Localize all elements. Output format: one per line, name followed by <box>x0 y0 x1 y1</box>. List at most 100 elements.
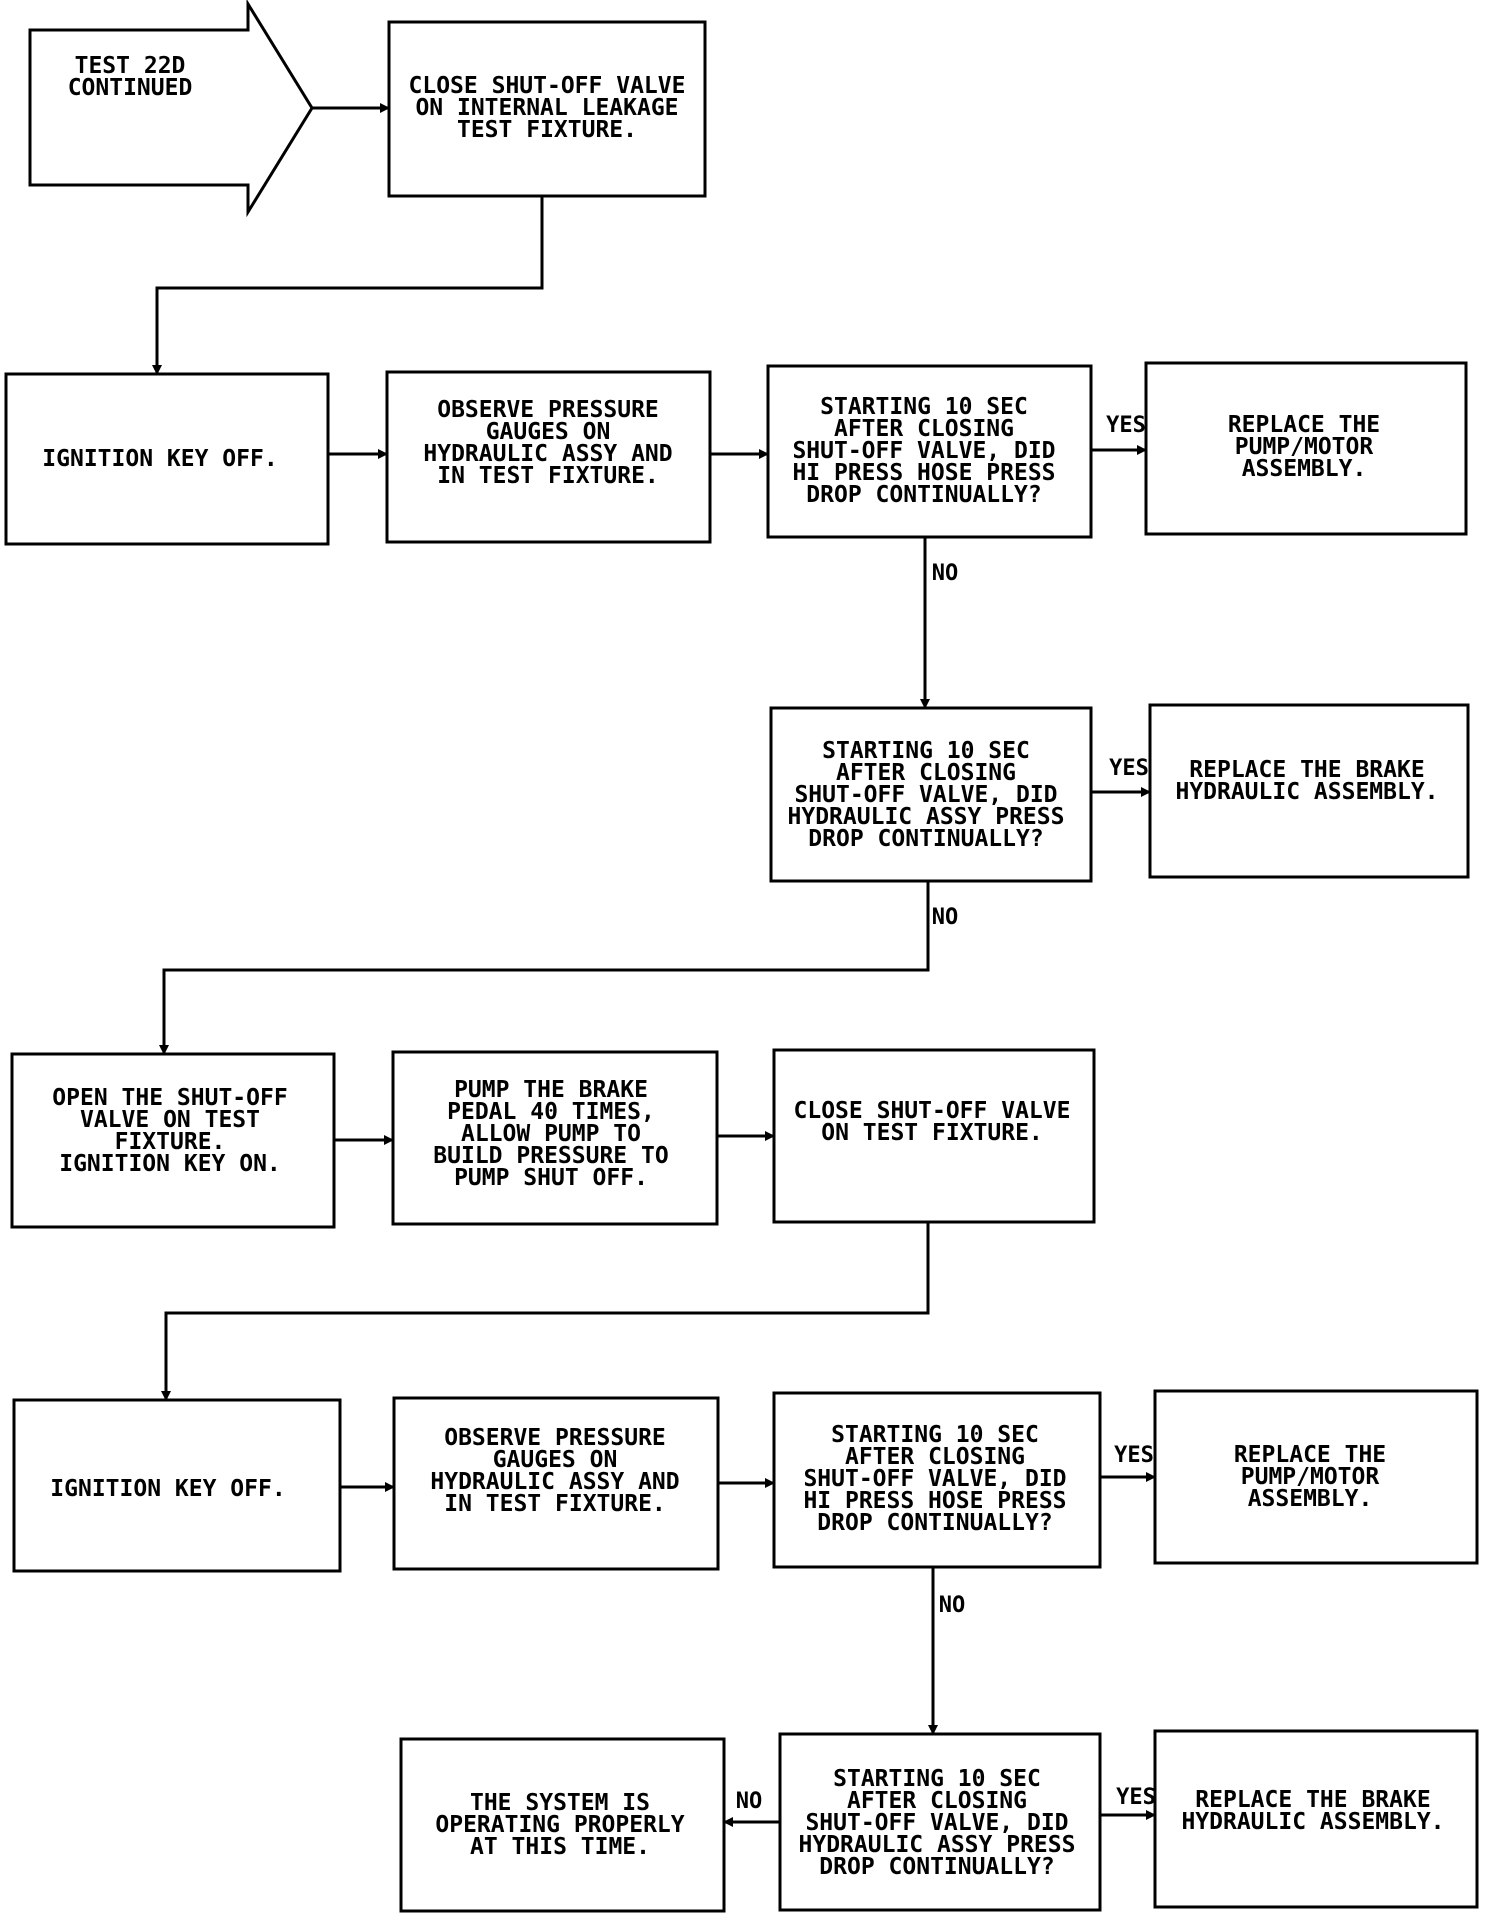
text-line: STARTING 10 SEC <box>831 1422 1039 1448</box>
text-line: AT THIS TIME. <box>470 1834 650 1860</box>
text-line: DROP CONTINUALLY? <box>808 826 1043 852</box>
text-line: THE SYSTEM IS <box>470 1790 650 1816</box>
text-line: CLOSE SHUT-OFF VALVE <box>794 1098 1071 1124</box>
replace-pump-1-rect <box>1144 361 1468 536</box>
system-ok-rect <box>399 1737 726 1913</box>
text-line: HYDRAULIC ASSY AND <box>430 1469 679 1495</box>
text-line: TEST 22D <box>75 53 186 79</box>
close-valve-internal-rect <box>387 20 707 198</box>
text-line: ALLOW PUMP TO <box>461 1121 641 1147</box>
ignition-off-1-rect <box>4 372 330 546</box>
text-line: ON INTERNAL LEAKAGE <box>415 95 678 121</box>
text-line: OPEN THE SHUT-OFF <box>52 1085 287 1111</box>
text-line: IGNITION KEY OFF. <box>42 446 277 472</box>
text-line: VALVE ON TEST <box>80 1107 260 1133</box>
open-valve-rect <box>10 1052 336 1229</box>
text-line: PUMP THE BRAKE <box>454 1077 648 1103</box>
text-line: CLOSE SHUT-OFF VALVE <box>409 73 686 99</box>
text-line: PUMP SHUT OFF. <box>454 1165 648 1191</box>
text-line: BUILD PRESSURE TO <box>433 1143 668 1169</box>
text-line: SHUT-OFF VALVE, DID <box>803 1466 1066 1492</box>
text-line: SHUT-OFF VALVE, DID <box>794 782 1057 808</box>
text-line: HYDRAULIC ASSY PRESS <box>788 804 1065 830</box>
text-line: AFTER CLOSING <box>834 416 1014 442</box>
text-line: HYDRAULIC ASSY PRESS <box>799 1832 1076 1858</box>
replace-brake-2-rect <box>1153 1729 1479 1909</box>
edge-label-no: NO <box>932 905 959 930</box>
edge-label-no: NO <box>932 561 959 586</box>
edge-labels: YES NO YES NO YES NO YES NO <box>736 413 1156 1814</box>
ignition-off-2-rect <box>12 1398 342 1573</box>
text-line: DROP CONTINUALLY? <box>806 482 1041 508</box>
text-line: SHUT-OFF VALVE, DID <box>805 1810 1068 1836</box>
text-line: ON TEST FIXTURE. <box>821 1120 1043 1146</box>
text-line: ASSEMBLY. <box>1242 456 1367 482</box>
text-line: OBSERVE PRESSURE <box>437 397 659 423</box>
text-line: REPLACE THE <box>1228 412 1380 438</box>
text-line: FIXTURE. <box>115 1129 226 1155</box>
text-line: HYDRAULIC ASSEMBLY. <box>1175 779 1438 805</box>
text-line: REPLACE THE BRAKE <box>1189 757 1424 783</box>
text-line: STARTING 10 SEC <box>833 1766 1041 1792</box>
connector-close-valve-to-ignition-off-2 <box>161 1222 930 1401</box>
text-line: AFTER CLOSING <box>836 760 1016 786</box>
text-line: OBSERVE PRESSURE <box>444 1425 666 1451</box>
text-line: SHUT-OFF VALVE, DID <box>792 438 1055 464</box>
text-line: IGNITION KEY OFF. <box>50 1476 285 1502</box>
text-line: HYDRAULIC ASSEMBLY. <box>1181 1809 1444 1835</box>
text-line: HI PRESS HOSE PRESS <box>792 460 1055 486</box>
edge-label-yes: YES <box>1109 756 1149 781</box>
text-line: AFTER CLOSING <box>845 1444 1025 1470</box>
text-line: OPERATING PROPERLY <box>435 1812 684 1838</box>
connector-close-valve-to-ignition-off-1 <box>152 196 544 375</box>
pump-pedal-rect <box>391 1050 719 1226</box>
connectors <box>152 103 1156 1827</box>
text-line: HI PRESS HOSE PRESS <box>803 1488 1066 1514</box>
observe-gauges-1-rect <box>385 370 712 544</box>
text-line: PEDAL 40 TIMES, <box>447 1099 655 1125</box>
text-line: HYDRAULIC ASSY AND <box>423 441 672 467</box>
text-line: GAUGES ON <box>493 1447 618 1473</box>
text-line: IN TEST FIXTURE. <box>444 1491 666 1517</box>
ignition-off-1-label: IGNITION KEY OFF. <box>42 446 277 472</box>
text-line: IGNITION KEY ON. <box>59 1151 281 1177</box>
ignition-off-2-label: IGNITION KEY OFF. <box>50 1476 285 1502</box>
decision-hyd-assy-1-rect <box>769 706 1093 883</box>
text-line: AFTER CLOSING <box>847 1788 1027 1814</box>
text-line: PUMP/MOTOR <box>1235 434 1374 460</box>
text-line: DROP CONTINUALLY? <box>817 1510 1052 1536</box>
connector-decision-2-no <box>159 881 930 1055</box>
text-line: IN TEST FIXTURE. <box>437 463 659 489</box>
replace-brake-1-rect <box>1148 703 1470 879</box>
text-line: CONTINUED <box>68 75 193 101</box>
text-line: REPLACE THE <box>1234 1442 1386 1468</box>
text-line: STARTING 10 SEC <box>820 394 1028 420</box>
edge-label-yes: YES <box>1106 413 1146 438</box>
text-line: DROP CONTINUALLY? <box>819 1854 1054 1880</box>
ignition-off-1-box: IGNITION KEY OFF. <box>4 372 330 546</box>
text-line: STARTING 10 SEC <box>822 738 1030 764</box>
text-line: TEST FIXTURE. <box>457 117 637 143</box>
start-arrow-shape <box>28 0 314 218</box>
